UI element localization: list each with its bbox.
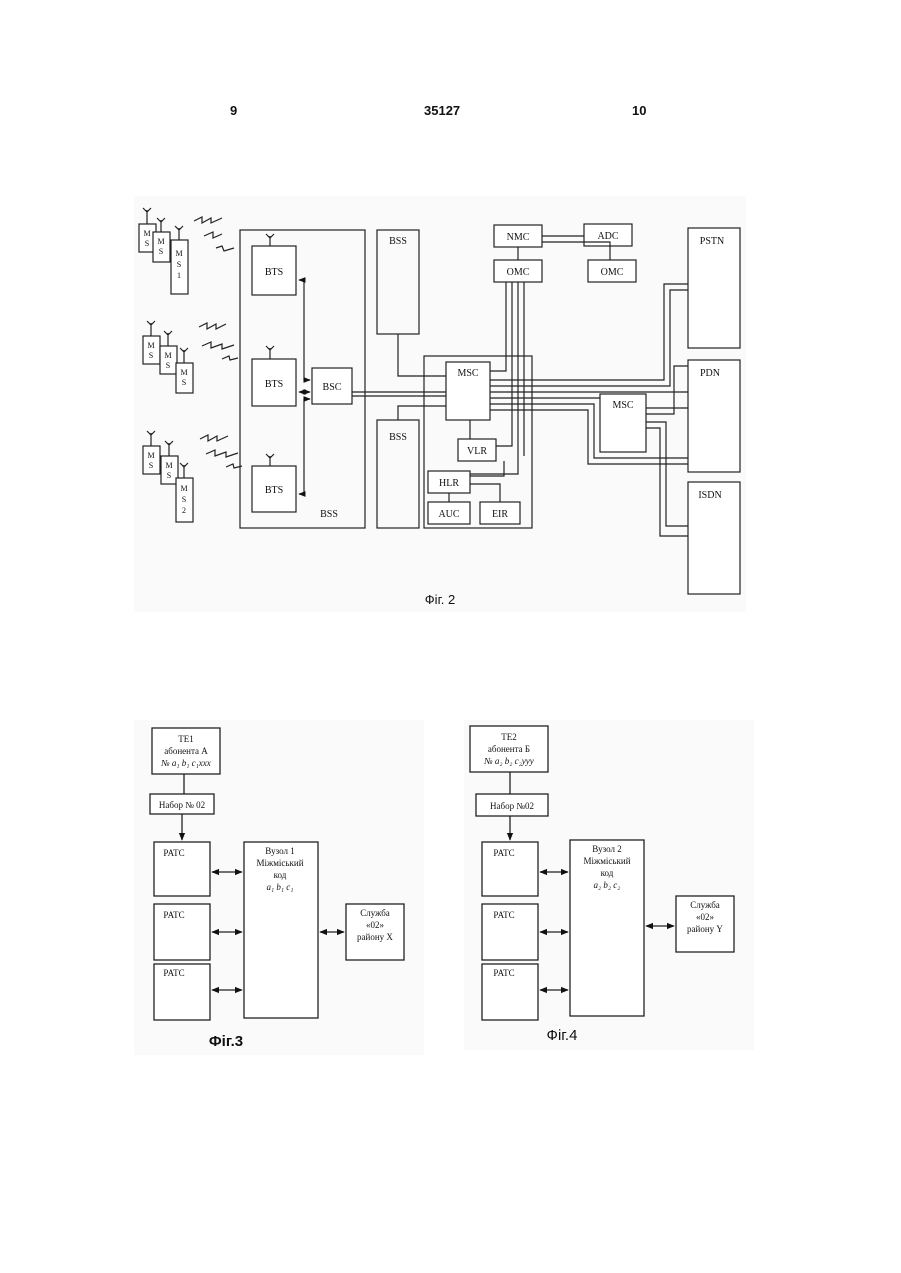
ratc-label-3: PATC xyxy=(163,968,184,978)
pdn-label: PDN xyxy=(700,368,720,379)
figure-2-gsm-network-diagram: MS MS MS1 MS MS MS MS MS MS2 BTS BTS BTS… xyxy=(134,196,746,612)
bss-top-label: BSS xyxy=(389,236,407,247)
ratc-label-3: PATC xyxy=(493,968,514,978)
eir-label: EIR xyxy=(492,509,508,520)
patent-number: 35127 xyxy=(424,103,460,118)
adc-label: ADC xyxy=(597,231,618,242)
omc-left-label: OMC xyxy=(507,267,530,278)
msc-main-label: MSC xyxy=(457,368,478,379)
figure-3-diagram: TE1 абонента А № a₁ b₁ c₁xxx Набор № 02 … xyxy=(134,720,424,1055)
bts-label-2: BTS xyxy=(265,379,283,390)
node-1-line-2: Міжміський xyxy=(256,858,303,868)
bts-label-1: BTS xyxy=(265,267,283,278)
node-2-line-2: Міжміський xyxy=(583,856,630,866)
figure-2-caption: Фіг. 2 xyxy=(425,592,455,607)
te1-line-2: абонента А xyxy=(164,746,208,756)
nmc-label: NMC xyxy=(507,232,530,243)
ratc-label-2: PATC xyxy=(163,910,184,920)
bsc-label: BSC xyxy=(323,382,342,393)
page-number-right: 10 xyxy=(632,103,646,118)
figure-4-diagram: TE2 абонента Б № a₂ b₂ c₂yyy Набор №02 P… xyxy=(464,720,754,1050)
node-1-line-4: a₁ b₁ c₁ xyxy=(267,882,294,892)
bss-bottom-label: BSS xyxy=(389,432,407,443)
te1-line-3: № a₁ b₁ c₁xxx xyxy=(160,758,211,768)
service-line-3: району X xyxy=(357,932,393,942)
figure-3-caption: Фіг.3 xyxy=(209,1033,243,1050)
service-line-2: «02» xyxy=(696,912,714,922)
node-2-line-1: Вузол 2 xyxy=(592,844,622,854)
omc-right-label: OMC xyxy=(601,267,624,278)
pstn-label: PSTN xyxy=(700,236,724,247)
dial-label: Набор № 02 xyxy=(159,800,205,810)
node-2-box xyxy=(570,840,644,1016)
te2-line-3: № a₂ b₂ c₂yyy xyxy=(483,756,534,766)
auc-label: AUC xyxy=(438,509,459,520)
service-line-1: Служба xyxy=(360,908,390,918)
node-1-box xyxy=(244,842,318,1018)
te2-line-1: TE2 xyxy=(501,732,517,742)
te2-line-2: абонента Б xyxy=(488,744,530,754)
hlr-label: HLR xyxy=(439,478,459,489)
node-2-line-4: a₂ b₂ c₂ xyxy=(594,880,621,890)
te1-line-1: TE1 xyxy=(178,734,194,744)
bts-label-3: BTS xyxy=(265,485,283,496)
service-line-3: району Y xyxy=(687,924,723,934)
vlr-label: VLR xyxy=(467,446,487,457)
isdn-label: ISDN xyxy=(698,490,721,501)
page-number-left: 9 xyxy=(230,103,237,118)
dial-label: Набор №02 xyxy=(490,801,534,811)
ratc-label-2: PATC xyxy=(493,910,514,920)
ms-group-3 xyxy=(143,431,242,522)
ratc-label-1: PATC xyxy=(493,848,514,858)
node-1-line-3: код xyxy=(274,870,287,880)
service-line-1: Служба xyxy=(690,900,720,910)
ratc-label-1: PATC xyxy=(163,848,184,858)
ms-group-1 xyxy=(139,208,234,294)
msc-right-label: MSC xyxy=(612,400,633,411)
node-1-line-1: Вузол 1 xyxy=(265,846,295,856)
ms-group-2 xyxy=(143,321,238,393)
bss-outer-label: BSS xyxy=(320,509,338,520)
node-2-line-3: код xyxy=(601,868,614,878)
figure-4-caption: Фіг.4 xyxy=(547,1027,578,1044)
service-line-2: «02» xyxy=(366,920,384,930)
